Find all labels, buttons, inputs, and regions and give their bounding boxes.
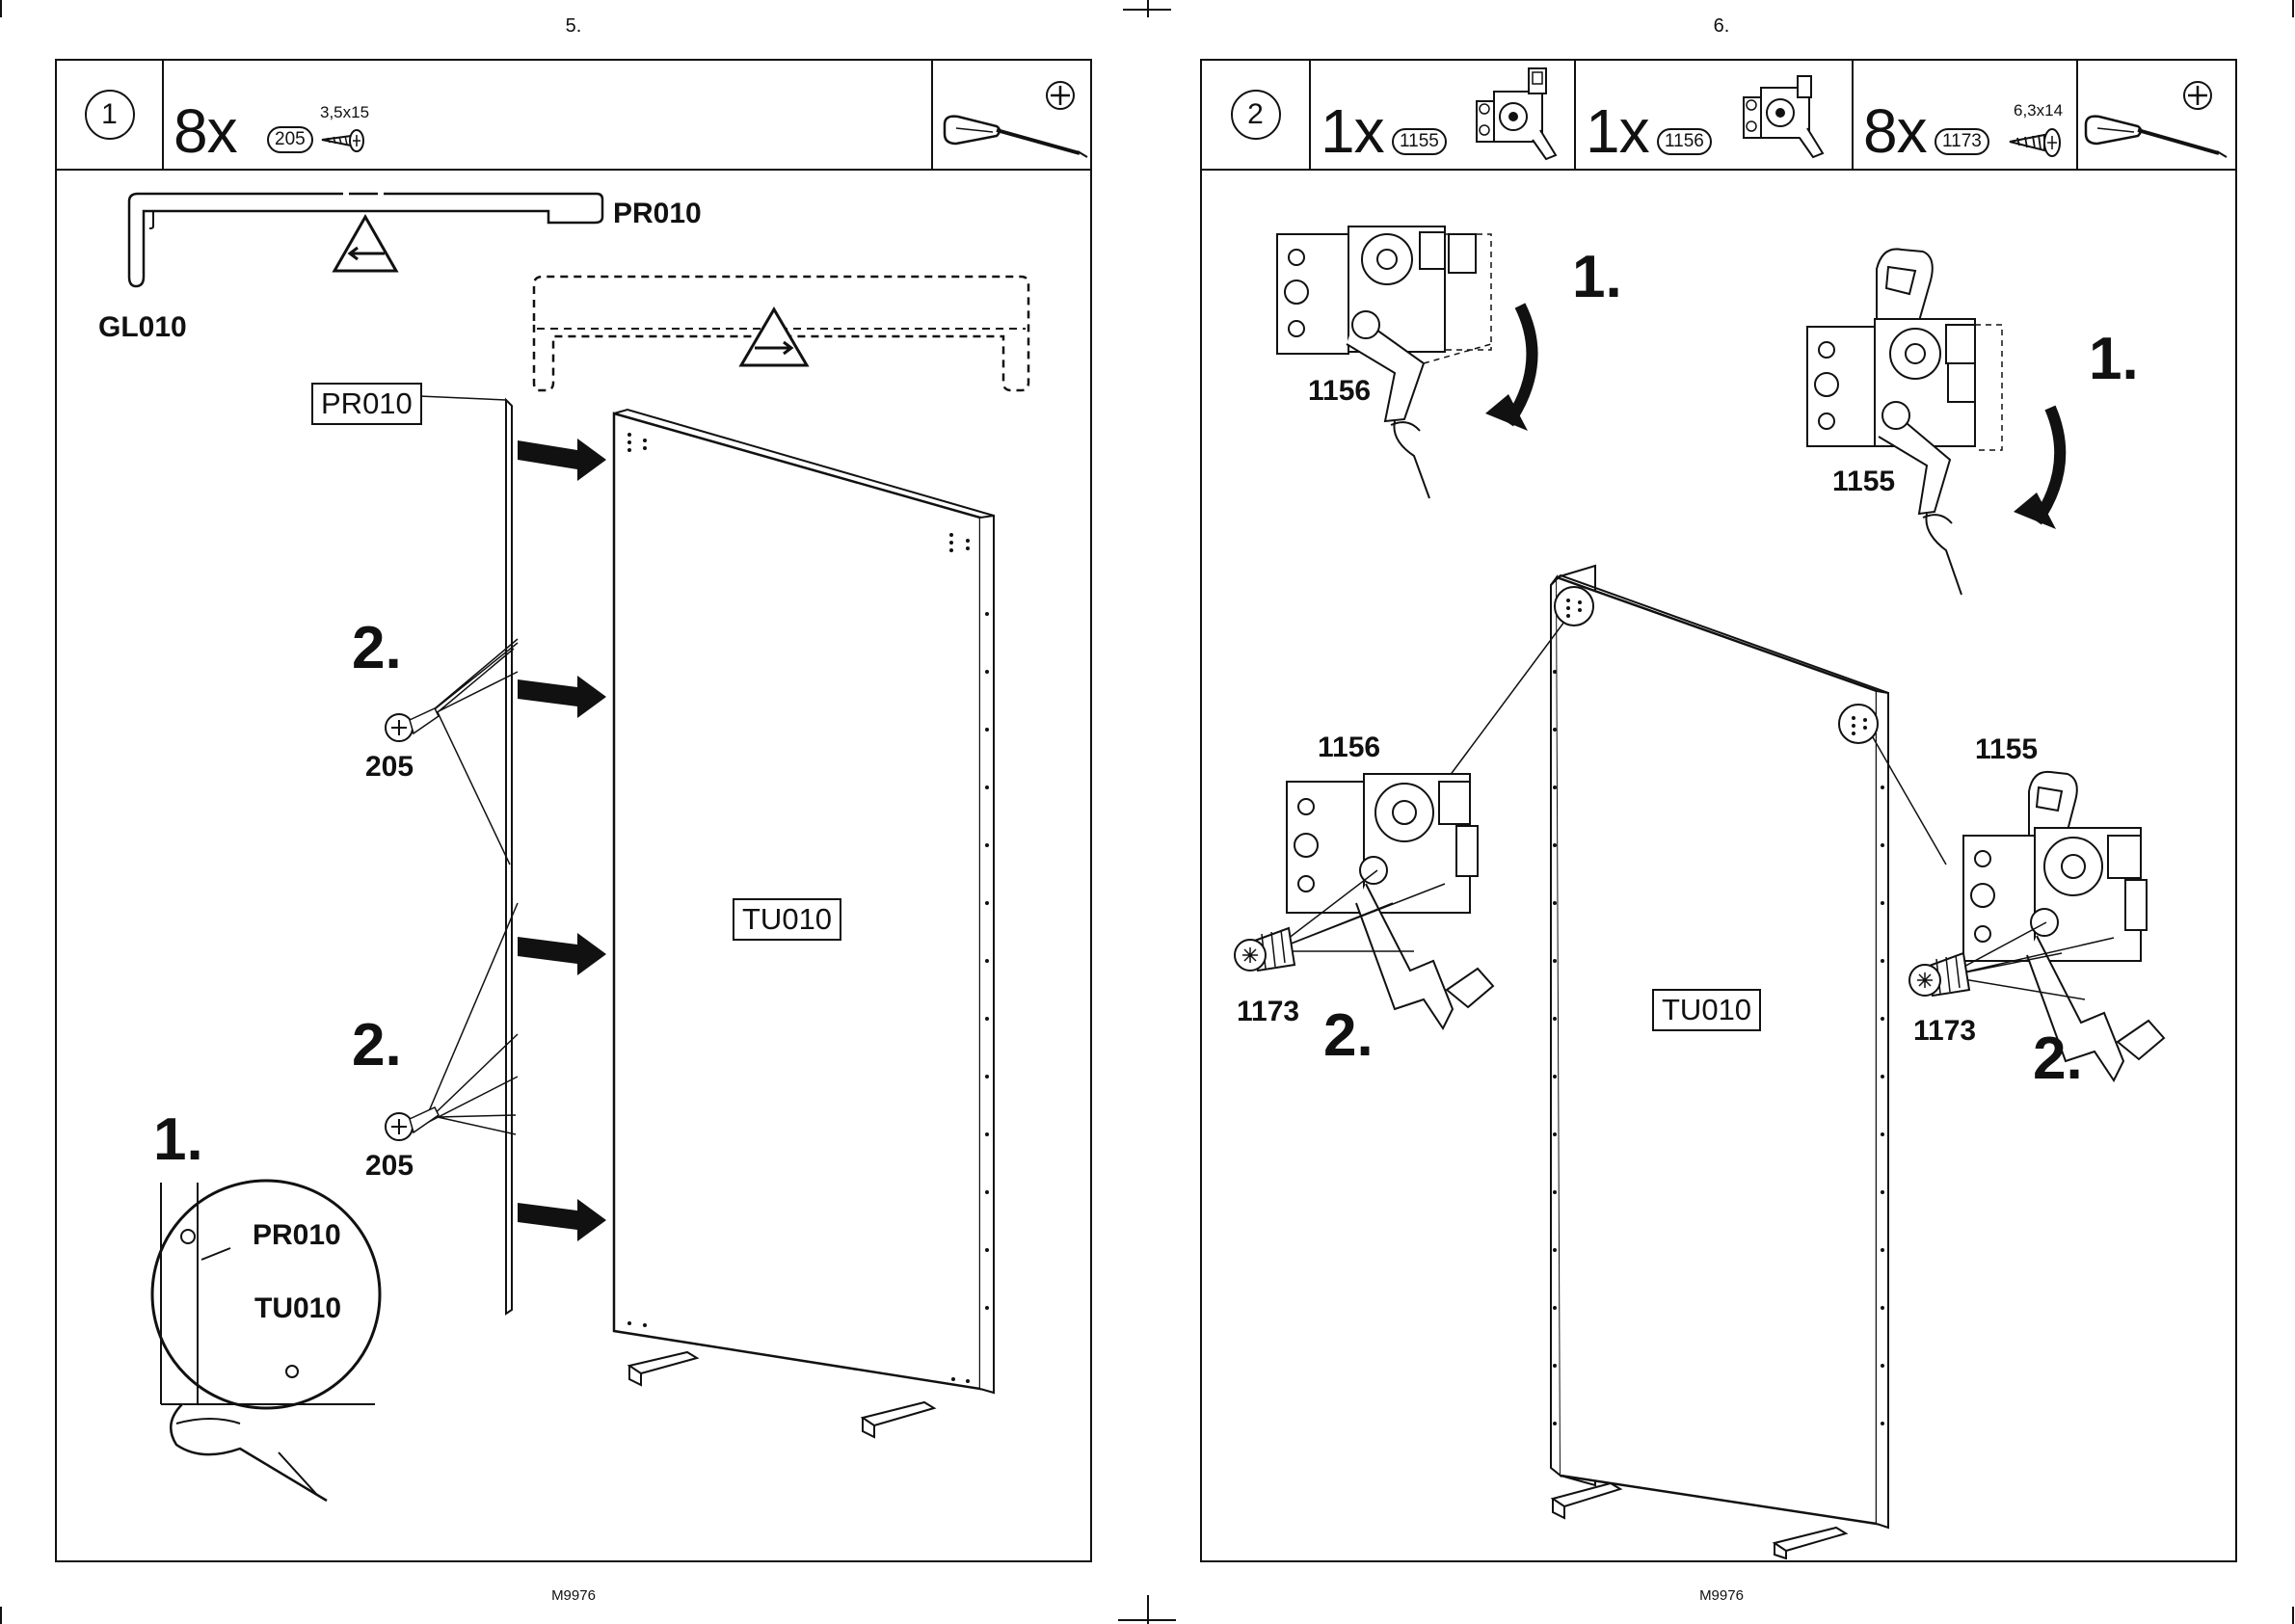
screw-part-label: 205 bbox=[365, 1150, 414, 1183]
warning-triangle-icon bbox=[334, 217, 396, 271]
instruction-page-6: 6. 2 1x 1155 bbox=[1148, 0, 2295, 1624]
part-cell: 1x 1156 bbox=[1576, 61, 1854, 169]
part-number: 1155 bbox=[1392, 128, 1447, 155]
screw-icon bbox=[318, 126, 376, 155]
step-2-label: 2. bbox=[1323, 1001, 1374, 1070]
step-frame: 1 8x 205 3,5x15 bbox=[55, 59, 1092, 1562]
step-number-cell: 1 bbox=[57, 61, 164, 169]
label-tu010-panel: TU010 bbox=[733, 898, 841, 941]
document-code: M9976 bbox=[0, 1587, 1147, 1604]
part-quantity: 1x bbox=[1586, 95, 1649, 167]
part-size: 6,3x14 bbox=[2014, 101, 2063, 120]
label-pr010-strip: PR010 bbox=[311, 383, 422, 425]
detail-label-pr010: PR010 bbox=[253, 1219, 341, 1252]
step-number: 1 bbox=[85, 90, 135, 140]
part-number: 1173 bbox=[1935, 128, 1989, 155]
part-cell: 8x 205 3,5x15 bbox=[164, 61, 933, 169]
label-pr010-rail: PR010 bbox=[613, 198, 702, 230]
step-2-label: 2. bbox=[352, 614, 402, 682]
assembly-illustration bbox=[57, 171, 1089, 1559]
bracket-1155-rotate bbox=[1807, 249, 2060, 595]
bracket-1156-label: 1156 bbox=[1308, 375, 1371, 408]
part-cell: 1x 1155 bbox=[1311, 61, 1576, 169]
tool-cell bbox=[933, 61, 1090, 169]
part-number: 1156 bbox=[1657, 128, 1712, 155]
screw-callout-lower bbox=[386, 903, 518, 1140]
phillips-screwdriver-icon bbox=[937, 67, 1091, 163]
step-2-label: 2. bbox=[2033, 1025, 2083, 1093]
detail-label-tu010: TU010 bbox=[254, 1292, 341, 1325]
step-header: 1 8x 205 3,5x15 bbox=[57, 61, 1090, 171]
page-number: 5. bbox=[0, 15, 1147, 38]
bracket-1155-label: 1155 bbox=[1832, 466, 1895, 498]
step-header: 2 1x 1155 1x 1156 bbox=[1202, 61, 2235, 171]
page-number: 6. bbox=[1148, 15, 2295, 38]
part-quantity: 8x bbox=[1863, 95, 1927, 167]
label-tu010-panel: TU010 bbox=[1652, 989, 1761, 1031]
step-number: 2 bbox=[1231, 90, 1281, 140]
step-2-label: 2. bbox=[352, 1011, 402, 1079]
insert-arrow bbox=[518, 439, 606, 1241]
tu010-panel bbox=[1551, 566, 1888, 1558]
roller-bracket-icon bbox=[1732, 65, 1838, 167]
screw-part-label: 1173 bbox=[1913, 1015, 1976, 1048]
label-gl010: GL010 bbox=[98, 311, 187, 344]
document-code: M9976 bbox=[1148, 1587, 2295, 1604]
instruction-page-5: 5. 1 8x 205 3,5x15 bbox=[0, 0, 1147, 1624]
roller-bracket-icon bbox=[1465, 63, 1571, 165]
part-number: 205 bbox=[267, 126, 313, 153]
bracket-1156-rotate bbox=[1277, 226, 1533, 498]
phillips-screwdriver-icon bbox=[2078, 67, 2232, 163]
part-quantity: 1x bbox=[1321, 95, 1384, 167]
step-frame: 2 1x 1155 1x 1156 bbox=[1200, 59, 2237, 1562]
step-1-label: 1. bbox=[1572, 243, 1622, 311]
screw-part-label: 1173 bbox=[1237, 996, 1299, 1028]
screw-part-label: 205 bbox=[365, 751, 414, 784]
part-quantity: 8x bbox=[173, 95, 237, 167]
step-number-cell: 2 bbox=[1202, 61, 1311, 169]
step-1-label: 1. bbox=[153, 1105, 203, 1174]
tool-cell bbox=[2078, 61, 2235, 169]
bracket-1156-label: 1156 bbox=[1318, 732, 1380, 764]
part-cell: 8x 1173 6,3x14 bbox=[1854, 61, 2078, 169]
part-size: 3,5x15 bbox=[320, 103, 369, 122]
step-1-label: 1. bbox=[2089, 325, 2139, 393]
bracket-1155-label: 1155 bbox=[1975, 733, 2038, 766]
bracket-1156-mounted bbox=[1235, 774, 1493, 1028]
leader-line bbox=[1441, 622, 1564, 787]
screw-icon bbox=[2006, 122, 2073, 161]
